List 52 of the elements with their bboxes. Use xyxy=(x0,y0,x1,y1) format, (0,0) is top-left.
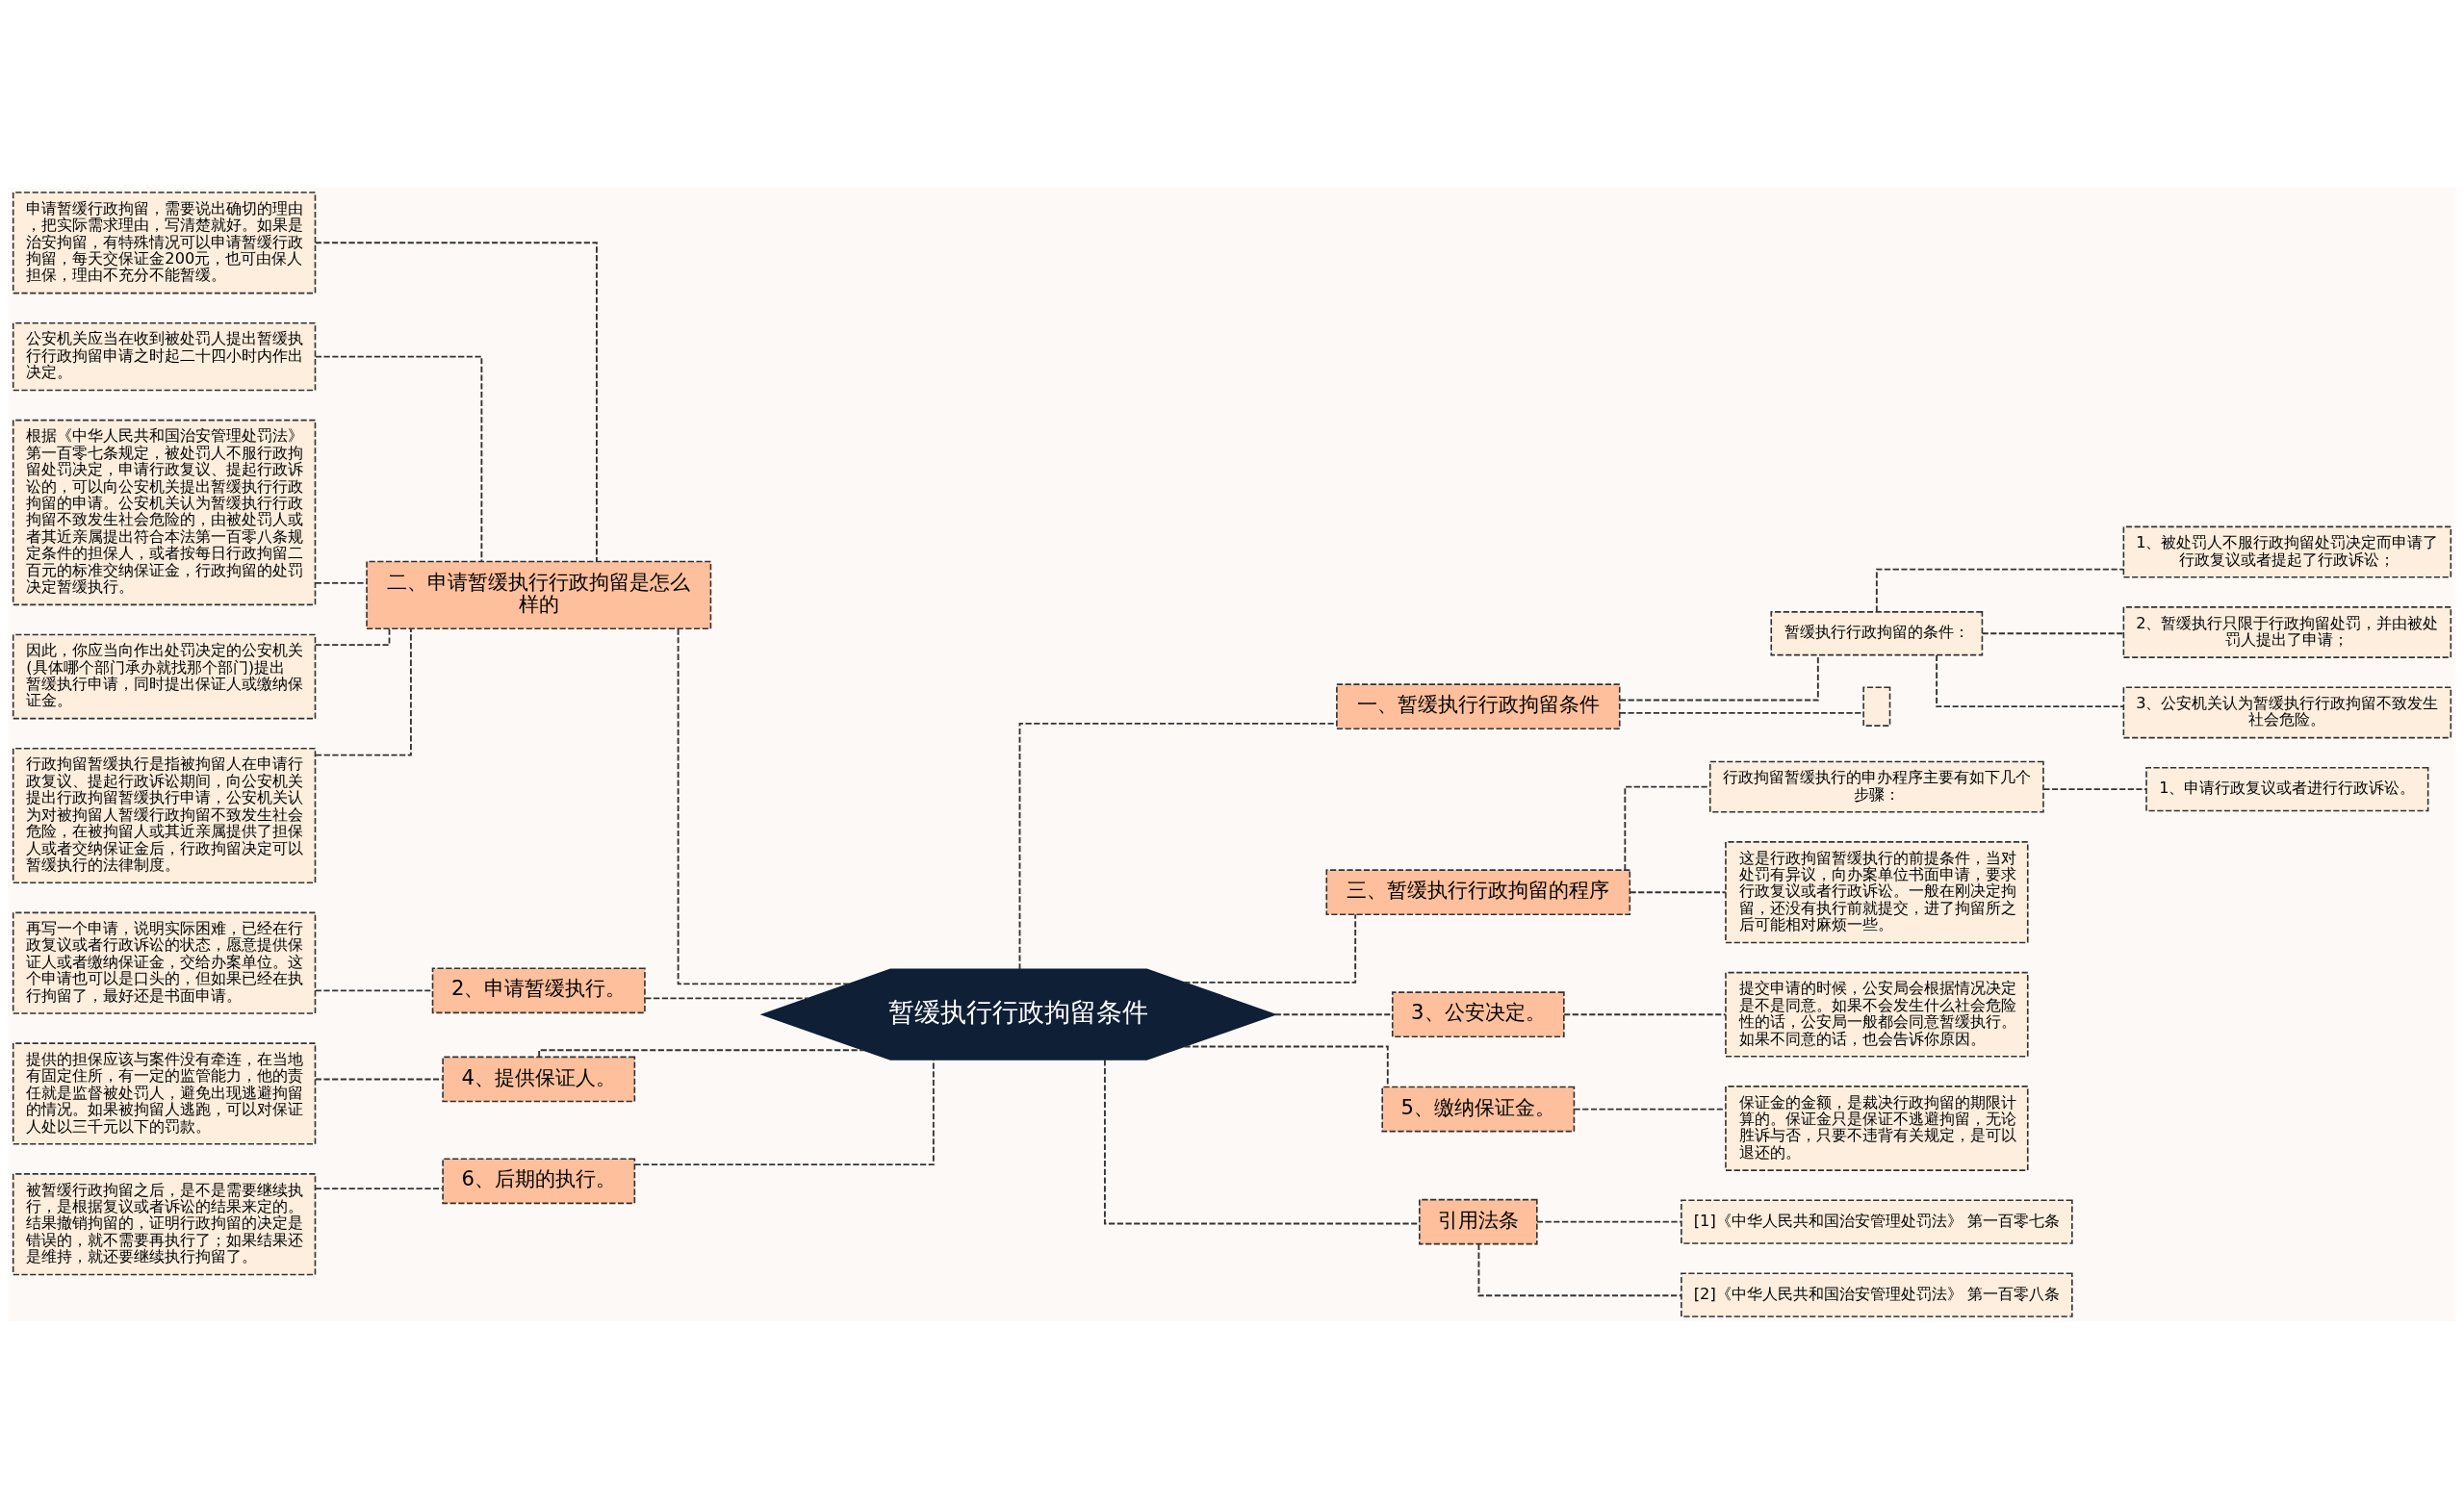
node-box: 1、申请行政复议或者进行行政诉讼。 xyxy=(2145,766,2429,811)
node-box: 4、提供保证人。 xyxy=(442,1056,636,1102)
node-box: 提供的担保应该与案件没有牵连，在当地有固定住所，有一定的监管能力，他的责任就是监督被处罚人，避免出现逃避拘留的情况。如果被拘留人逃跑，可以对保证人处以三千元以下的罚款。 xyxy=(12,1041,317,1144)
node-box: 1、被处罚人不服行政拘留处罚决定而申请了行政复议或者提起了行政诉讼； xyxy=(2122,525,2452,577)
node-box: 三、暂缓执行行政拘留的程序 xyxy=(1325,868,1631,915)
connector xyxy=(314,581,368,584)
node-box: 暂缓执行行政拘留的条件： xyxy=(1770,610,1984,655)
connector xyxy=(314,241,598,562)
connector xyxy=(1629,890,1727,893)
node-box: 一、暂缓执行行政拘留条件 xyxy=(1336,682,1621,729)
connector xyxy=(314,1187,444,1189)
connector xyxy=(314,1078,444,1080)
node-box: [1]《中华人民共和国治安管理处罚法》 第一百零七条 xyxy=(1681,1198,2073,1244)
connector xyxy=(538,1048,865,1058)
node-box: 5、缴纳保证金。 xyxy=(1381,1086,1576,1132)
connector xyxy=(1563,1012,1727,1015)
node-box: 3、公安机关认为暂缓执行行政拘留不致发生社会危险。 xyxy=(2122,685,2452,738)
node-box: 申请暂缓行政拘留，需要说出确切的理由，把实际需求理由，写清楚就好。如果是治安拘留，有特殊情况可以申请暂缓行政拘留，每天交保证金200元，也可由保人担保，理由不充分不能暂缓。 xyxy=(12,191,317,294)
node-box: 保证金的金额，是裁决行政拘留的期限计算的。保证金只是保证不逃避拘留，无论胜诉与否，只要不违背有关规定，是可以退还的。 xyxy=(1725,1085,2029,1171)
node-box: 3、公安决定。 xyxy=(1391,990,1565,1037)
node-box: 提交申请的时候，公安局会根据情况决定是不是同意。如果不会发生什么社会危险性的话，公安局一般都会同意暂缓执行。如果不同意的话，也会告诉你原因。 xyxy=(1725,971,2029,1058)
node-box: 这是行政拘留暂缓执行的前提条件，当对处罚有异议，向办案单位书面申请，要求行政复议或者行政诉讼。一般在刚决定拘留，还没有执行前就提交，进了拘留所之后可能相对麻烦一些。 xyxy=(1725,840,2029,943)
node-box: 2、申请暂缓执行。 xyxy=(431,966,646,1013)
connector xyxy=(1624,785,1711,871)
connector xyxy=(1477,1242,1682,1296)
node-box xyxy=(1862,685,1891,727)
connector xyxy=(314,355,483,562)
node-box: 再写一个申请，说明实际困难，已经在行政复议或者行政诉讼的状态，愿意提供保证人或者缴纳保证金，交给办案单位。这个申请也可以是口头的，但如果已经在执行拘留了，最好还是书面申请。 xyxy=(12,911,317,1014)
connector xyxy=(644,996,809,999)
node-box: 根据《中华人民共和国治安管理处罚法》第一百零七条规定，被处罚人不服行政拘留处罚决定，申请行政复议、提起行政诉讼的，可以向公安机关提出暂缓执行行政拘留的申请。公安机关认为暂缓执行行政拘留不致发生社会危险的，由被处罚人或者其近亲属提出符合本法第一百零八条规定条件的担保人，或者按每日行政拘留二百元的标准交纳保证金，行政拘留的处罚决定暂缓执行。 xyxy=(12,419,317,605)
connector xyxy=(1535,1220,1682,1223)
connector xyxy=(314,627,391,646)
node-box: 二、申请暂缓执行行政拘留是怎么样的 xyxy=(366,560,712,629)
connector xyxy=(1936,653,2124,707)
node-box: 因此，你应当向作出处罚决定的公安机关(具体哪个部门承办就找那个部门)提出暂缓执行申请，同时提出保证人或缴纳保证金。 xyxy=(12,633,317,719)
connector xyxy=(314,627,412,756)
node-box: 引用法条 xyxy=(1418,1198,1538,1244)
connector xyxy=(633,1058,935,1165)
node-box: 公安机关应当在收到被处罚人提出暂缓执行行政拘留申请之时起二十四小时内作出决定。 xyxy=(12,321,317,391)
node-box: [2]《中华人民共和国治安管理处罚法》 第一百零八条 xyxy=(1681,1271,2073,1317)
node-box: 6、后期的执行。 xyxy=(442,1157,636,1204)
connector xyxy=(2042,787,2147,790)
connector xyxy=(1183,912,1357,984)
connector xyxy=(677,627,850,984)
connector xyxy=(1981,631,2124,634)
node-box: 2、暂缓执行只限于行政拘留处罚，并由被处罚人提出了申请； xyxy=(2122,605,2452,658)
node-box: 行政拘留暂缓执行是指被拘留人在申请行政复议、提起行政诉讼期间，向公安机关提出行政拘留暂缓执行申请，公安机关认为对被拘留人暂缓行政拘留不致发生社会危险，在被拘留人或其近亲属提供了担保人或者交纳保证金后，行政拘留决定可以暂缓执行的法律制度。 xyxy=(12,747,317,883)
node-box: 行政拘留暂缓执行的申办程序主要有如下几个步骤： xyxy=(1708,760,2044,813)
node-box: 被暂缓行政拘留之后，是不是需要继续执行，是根据复议或者诉讼的结果来定的。结果撤销拘留的，证明行政拘留的决定是错误的，就不需要再执行了；如果结果还是维持，就还要继续执行拘留了。 xyxy=(12,1172,317,1275)
connector xyxy=(1183,1045,1389,1087)
connector xyxy=(1573,1108,1727,1111)
connector xyxy=(1875,568,2124,613)
